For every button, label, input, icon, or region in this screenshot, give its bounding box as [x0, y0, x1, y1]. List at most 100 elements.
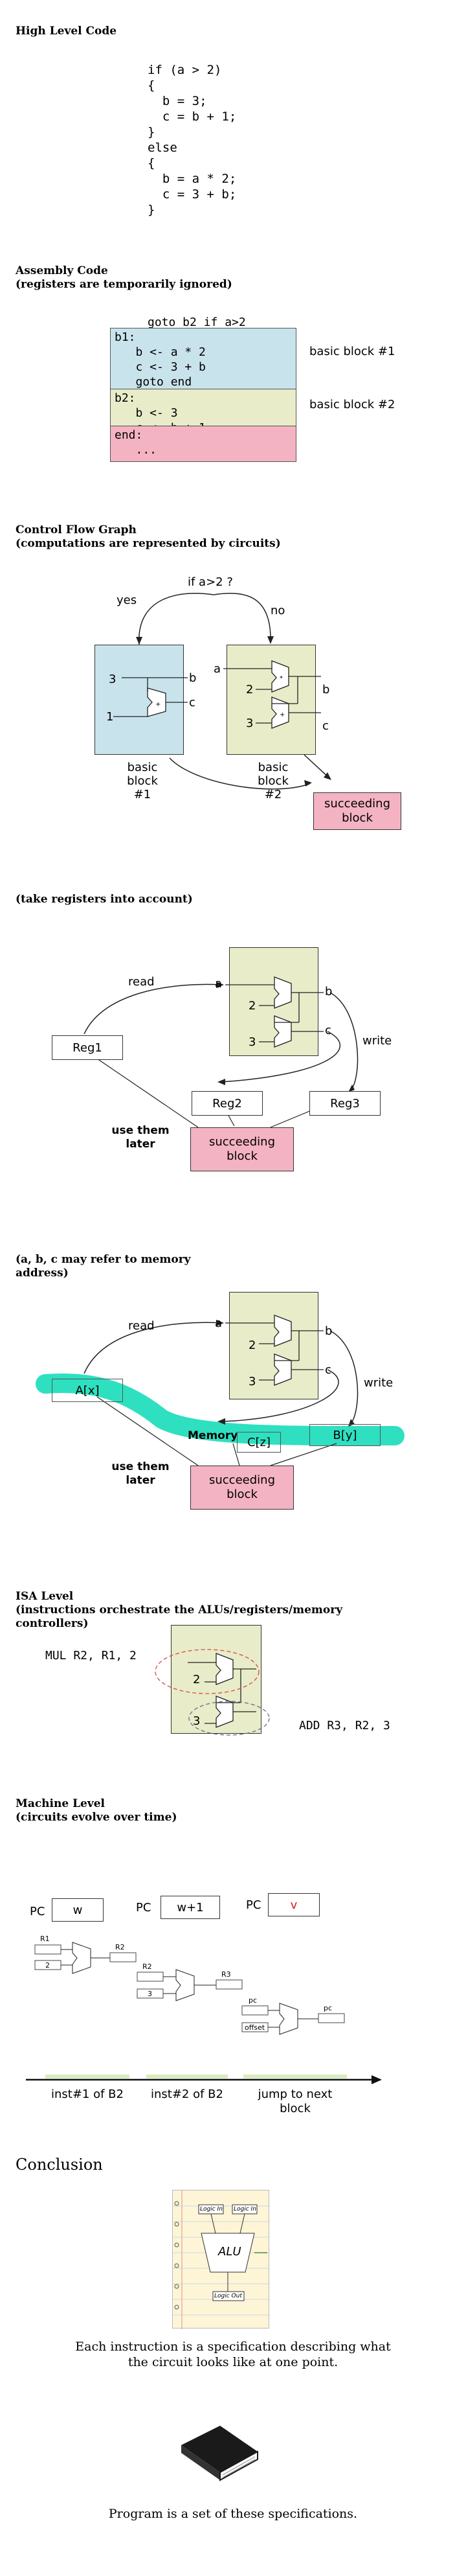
timeline-inst1: inst#1 of B2 — [51, 2087, 124, 2101]
pc-value-2: w+1 — [161, 1896, 220, 1919]
asm-b2-label: basic block #2 — [309, 398, 395, 411]
mem-in-a: a — [215, 1317, 223, 1330]
cfg-bb2-in-2: 2 — [246, 683, 254, 696]
cfg-succeeding-block: succeeding block — [313, 792, 401, 830]
regs-succeeding-block: succeeding block — [190, 1127, 294, 1171]
mem-cz: C[z] — [237, 1432, 281, 1453]
stage3-in-offset: offset — [245, 2023, 265, 2032]
circuit-note-image: Logic In Logic In ALU Logic Out — [172, 2190, 270, 2329]
isa-in-2: 2 — [193, 1673, 201, 1686]
note-logic-in-2: Logic In — [234, 2206, 256, 2213]
cfg-no: no — [271, 604, 285, 617]
section-title-conclusion: Conclusion — [16, 2156, 103, 2174]
asm-block-b2: b2: b <- 3 c <- b + 1 — [110, 389, 296, 435]
mem-write-arrow — [329, 1330, 359, 1426]
machine-timeline — [26, 2075, 382, 2084]
mem-by: B[y] — [309, 1424, 381, 1446]
cfg-bb1-adder: + — [113, 677, 188, 717]
cfg-bb1-in-1: 1 — [106, 710, 114, 724]
cfg-basic-block-1 — [94, 645, 184, 755]
pc-label-1: PC — [30, 1905, 45, 1918]
mem-memory-label: Memory — [188, 1429, 238, 1442]
mem-basic-block — [229, 1292, 318, 1399]
circuit-note-drawing — [173, 2191, 270, 2329]
mem-in-3: 3 — [249, 1375, 256, 1388]
cfg-yes-arrow — [139, 592, 214, 645]
section-title-registers: (take registers into account) — [16, 893, 193, 906]
regs-in-2: 2 — [249, 999, 256, 1013]
machine-circuits — [34, 1942, 345, 2035]
regs-write-arrow-c — [219, 1031, 341, 1083]
pc-value-1: w — [52, 1898, 104, 1922]
regs-use-later: use them later — [111, 1124, 170, 1151]
isa-diagram — [155, 1649, 270, 1736]
regs-read-arrow — [83, 983, 222, 1035]
mem-multiplier — [225, 1315, 324, 1347]
cfg-condition: if a>2 ? — [188, 575, 233, 589]
machine-stage3-alu — [279, 2003, 298, 2035]
regs-reg1: Reg1 — [52, 1035, 123, 1060]
mem-read-arrow — [83, 1322, 222, 1374]
mem-out-b: b — [325, 1324, 333, 1338]
pc-label-2: PC — [136, 1901, 151, 1915]
section-title-machine: Machine Level (circuits evolve over time… — [16, 1797, 177, 1824]
cfg-bb1-in-3: 3 — [109, 673, 116, 686]
section-title-isa: ISA Level (instructions orchestrate the … — [16, 1590, 343, 1630]
asm-b1-label: basic block #1 — [309, 345, 395, 358]
regs-read-label: read — [128, 975, 155, 989]
regs-in-3: 3 — [249, 1035, 256, 1049]
cfg-bb2-out-b: b — [322, 683, 330, 696]
regs-multiplier — [225, 976, 324, 1009]
cfg-bb1-label: basic block #1 — [127, 761, 158, 801]
isa-adder — [216, 1696, 234, 1728]
timeline-jump: jump to next block — [258, 2087, 333, 2115]
section-title-assembly: Assembly Code (registers are temporarily… — [16, 264, 232, 291]
asm-block-end: end: ... — [110, 426, 296, 462]
mem-adder — [259, 1331, 324, 1386]
high-level-code: if (a > 2) { b = 3; c = b + 1; } else { … — [148, 63, 237, 217]
svg-text:*: * — [280, 675, 283, 682]
pc-value-3: v — [268, 1893, 320, 1916]
timeline-inst2: inst#2 of B2 — [151, 2087, 223, 2101]
regs-basic-block — [229, 947, 318, 1056]
mem-diagram — [36, 1315, 405, 1466]
mem-ax: A[x] — [52, 1379, 123, 1402]
isa-mul-instruction: MUL R2, R1, 2 — [45, 1649, 137, 1662]
mem-in-2: 2 — [249, 1339, 256, 1352]
isa-multiplier — [216, 1653, 234, 1685]
stage3-in-pc: pc — [249, 1996, 258, 2005]
mem-succeeding-block: succeeding block — [190, 1466, 294, 1510]
isa-mul-highlight — [155, 1649, 260, 1694]
section-title-high-level: High Level Code — [16, 25, 117, 38]
section-title-memory: (a, b, c may refer to memory address) — [16, 1253, 191, 1280]
mem-use-later: use them later — [111, 1460, 170, 1487]
cfg-yes: yes — [116, 593, 137, 607]
stage1-in-r1: R1 — [40, 1935, 50, 1943]
stage2-in-r2: R2 — [142, 1962, 152, 1971]
regs-write-arrow-b — [329, 992, 359, 1092]
conclusion-caption-1: Each instruction is a specification desc… — [75, 2340, 391, 2369]
mem-out-c: c — [325, 1363, 331, 1377]
section-title-cfg: Control Flow Graph (computations are rep… — [16, 523, 281, 550]
isa-add-highlight — [188, 1701, 270, 1736]
book-icon — [181, 2426, 258, 2481]
regs-out-c: c — [325, 1024, 331, 1037]
mem-write-label: write — [364, 1376, 394, 1390]
cfg-basic-block-2 — [227, 645, 316, 755]
stage3-out-pc: pc — [324, 2004, 333, 2012]
cfg-bb2-in-3: 3 — [246, 717, 254, 730]
stage1-in-2: 2 — [45, 1961, 50, 1970]
regs-reg3: Reg3 — [309, 1091, 381, 1116]
isa-add-instruction: ADD R3, R2, 3 — [299, 1719, 390, 1732]
asm-goto-line: goto b2 if a>2 — [148, 316, 246, 329]
stage1-out-r2: R2 — [115, 1943, 125, 1951]
stage2-out-r3: R3 — [221, 1970, 231, 1979]
note-logic-in-1: Logic In — [200, 2206, 223, 2213]
cfg-bb1-out-b: b — [189, 671, 197, 685]
timeline-arrowhead — [372, 2075, 382, 2084]
asm-block-b1: b1: b <- a * 2 c <- 3 + b goto end — [110, 328, 296, 390]
cfg-bb2-adder: + — [256, 676, 321, 729]
pc-label-3: PC — [246, 1898, 261, 1912]
conclusion-caption-2: Program is a set of these specifications… — [108, 2507, 358, 2521]
svg-text:+: + — [155, 701, 161, 708]
